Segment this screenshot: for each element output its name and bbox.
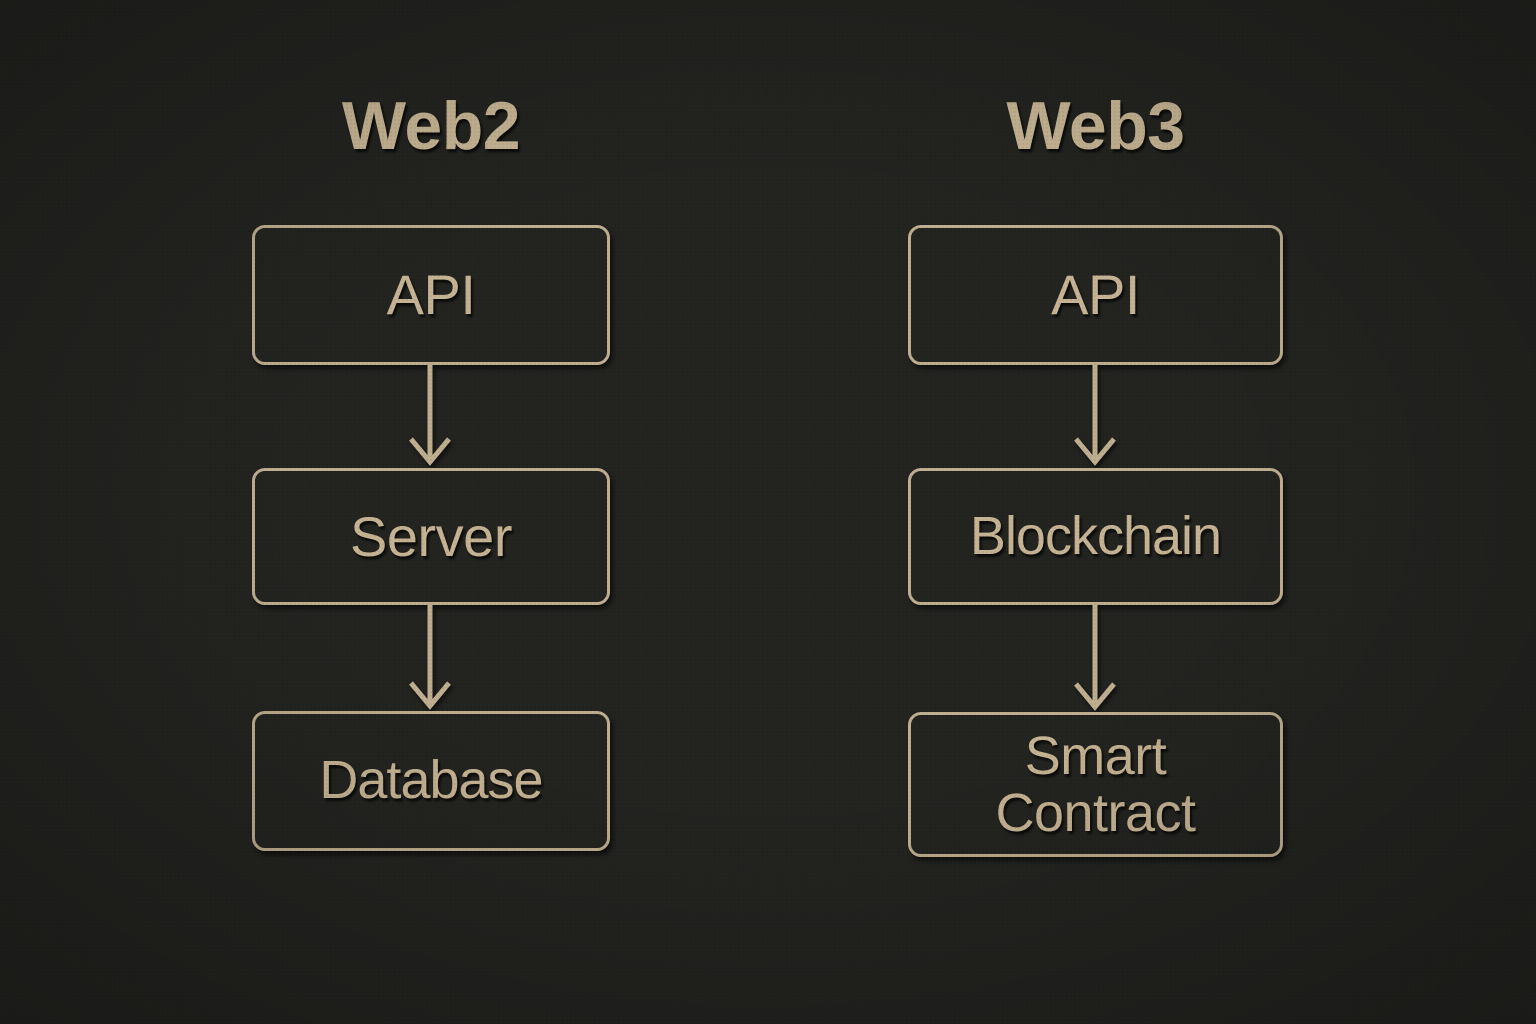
node-web3-smart-contract[interactable]: Smart Contract [908,712,1283,857]
column-title-web3: Web3 [1006,88,1185,164]
arrow-web3-blockchain-to-contract [1064,605,1126,713]
node-web3-api[interactable]: API [908,225,1283,365]
node-web2-api[interactable]: API [252,225,610,365]
arrow-web2-api-to-server [399,365,461,468]
node-label-web3-api: API [1051,263,1140,327]
node-web3-blockchain[interactable]: Blockchain [908,468,1283,605]
node-web2-database[interactable]: Database [252,711,610,851]
node-label-web2-database: Database [319,750,543,811]
node-label-web2-server: Server [350,504,512,568]
node-web2-server[interactable]: Server [252,468,610,605]
arrow-web3-api-to-blockchain [1064,365,1126,468]
column-title-web2: Web2 [341,88,521,164]
node-label-web3-blockchain: Blockchain [969,505,1222,566]
node-label-web3-smart-contract: Smart Contract [995,726,1196,843]
node-label-web2-api: API [386,263,476,327]
arrow-web2-server-to-database [399,605,461,712]
